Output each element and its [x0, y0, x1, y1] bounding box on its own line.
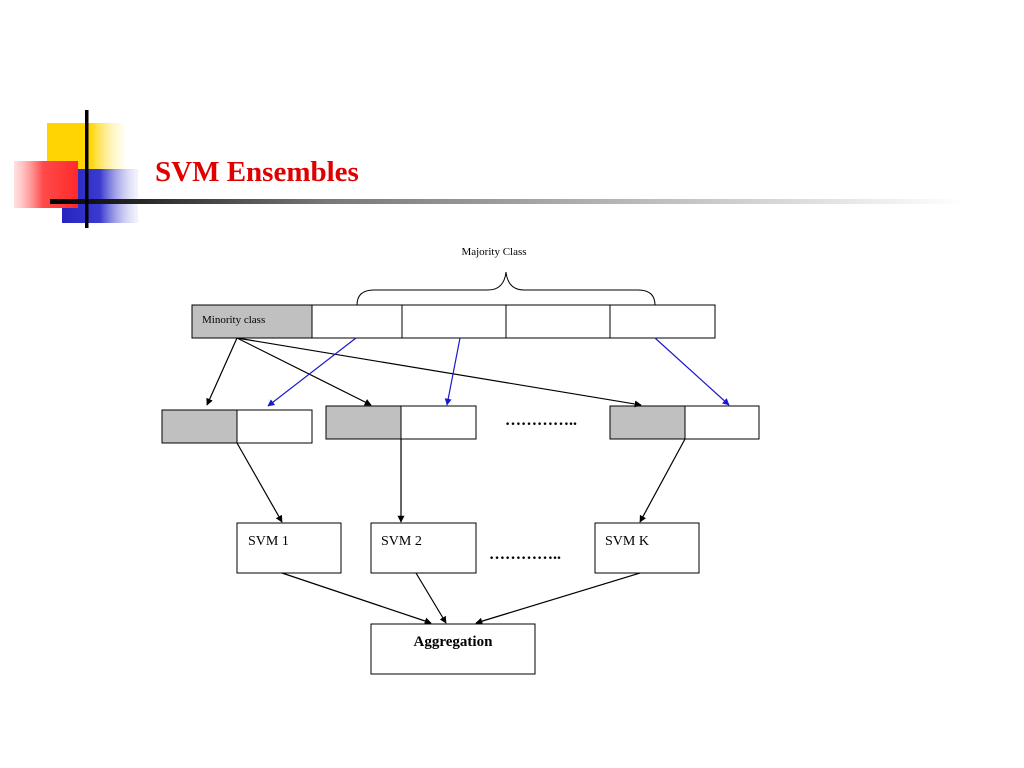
svm-1-box: SVM 1: [236, 522, 342, 574]
minority-class-label: Minority class: [202, 314, 265, 326]
dataset-bar: Minority class: [191, 304, 716, 339]
svm-2-label: SVM 2: [381, 534, 422, 549]
subset-k: [609, 405, 760, 440]
subset-1: [161, 409, 313, 444]
majority-brace: [356, 271, 656, 306]
subset-minority-part: [325, 405, 402, 440]
svm-k-box: SVM K: [594, 522, 700, 574]
majority-segment: [505, 304, 611, 339]
majority-arrow: [267, 337, 357, 407]
aggregate-arrow: [281, 572, 432, 625]
title-underline: [50, 199, 964, 204]
title-decoration: [14, 110, 964, 228]
majority-arrow: [654, 337, 730, 406]
aggregate-arrow: [475, 572, 641, 625]
svm-ellipsis: …………..: [489, 546, 561, 563]
subset-majority-part: [236, 409, 313, 444]
minority-arrow: [206, 337, 238, 406]
subset-ellipsis: …………..: [505, 412, 577, 429]
subset-2: [325, 405, 477, 440]
subset-minority-part: [609, 405, 686, 440]
subset-majority-part: [684, 405, 760, 440]
majority-segment: [311, 304, 403, 339]
train-arrow: [639, 438, 686, 523]
minority-arrow: [236, 337, 372, 406]
svm-k-label: SVM K: [605, 534, 649, 549]
aggregation-box: Aggregation: [370, 623, 536, 675]
slide-title: SVM Ensembles: [155, 156, 359, 188]
train-arrow: [236, 442, 283, 523]
subset-minority-part: [161, 409, 238, 444]
majority-arrow: [444, 337, 461, 406]
minority-arrow: [236, 337, 642, 408]
vertical-rule: [85, 110, 89, 228]
subset-majority-part: [400, 405, 477, 440]
svm-2-box: SVM 2: [370, 522, 477, 574]
aggregate-arrow: [415, 572, 447, 624]
majority-segment: [401, 304, 507, 339]
minority-segment: [191, 304, 313, 339]
aggregation-label: Aggregation: [414, 634, 494, 650]
majority-class-label: Majority Class: [461, 246, 526, 258]
svm-1-label: SVM 1: [248, 534, 289, 549]
majority-segment: [609, 304, 716, 339]
